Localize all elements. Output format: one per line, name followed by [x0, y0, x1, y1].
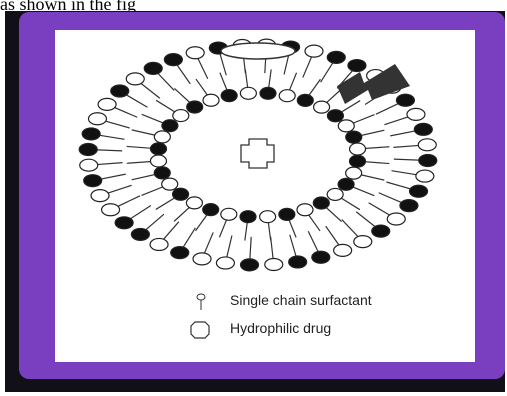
hydrophilic-drug-icon: [191, 322, 209, 338]
inner-head-group: [327, 110, 343, 122]
outer-head-group: [115, 217, 133, 229]
inner-head-group: [187, 101, 203, 113]
top-oval: [221, 43, 295, 59]
outer-head-group: [418, 139, 436, 151]
inner-head-group: [338, 178, 354, 190]
inner-head-group: [350, 155, 366, 167]
outer-head-group: [144, 62, 162, 74]
outer-head-group: [193, 253, 211, 265]
inner-head-group: [240, 211, 256, 223]
outer-head-group: [80, 159, 98, 171]
inner-head-group: [350, 143, 366, 155]
inner-head-group: [150, 143, 166, 155]
outer-head-group: [82, 128, 100, 140]
inner-head-group: [173, 188, 189, 200]
inner-head-group: [186, 197, 202, 209]
outer-head-group: [414, 123, 432, 135]
single-chain-label: Single chain surfactant: [230, 292, 372, 308]
outer-head-group: [348, 60, 366, 72]
inner-head-group: [346, 167, 362, 179]
outer-head-group: [305, 45, 323, 57]
outer-head-group: [312, 251, 330, 263]
outer-head-group: [164, 54, 182, 66]
inner-head-group: [279, 208, 295, 220]
inner-head-group: [260, 87, 276, 99]
outer-head-group: [91, 190, 109, 202]
outer-head-group: [150, 238, 168, 250]
outer-head-group: [84, 175, 102, 187]
inner-head-group: [279, 90, 295, 102]
inner-head-group: [154, 167, 170, 179]
outer-head-group: [416, 170, 434, 182]
inner-head-group: [203, 204, 219, 216]
inner-head-group: [260, 211, 276, 223]
inner-head-group: [173, 110, 189, 122]
inner-head-group: [162, 178, 178, 190]
inner-head-group: [154, 131, 170, 143]
outer-head-group: [400, 200, 418, 212]
outer-head-group: [186, 47, 204, 59]
inner-head-group: [327, 188, 343, 200]
outer-head-group: [79, 144, 97, 156]
inner-head-group: [297, 94, 313, 106]
outer-head-group: [216, 257, 234, 269]
outer-head-group: [111, 85, 129, 97]
outer-head-group: [289, 256, 307, 268]
outer-head-group: [354, 236, 372, 248]
drug-in-core-icon: [241, 139, 274, 168]
outer-head-group: [171, 247, 189, 259]
inner-head-group: [314, 101, 330, 113]
inner-head-group: [150, 155, 166, 167]
outer-head-group: [102, 204, 120, 216]
outer-head-group: [410, 185, 428, 197]
inner-head-group: [221, 90, 237, 102]
outer-head-group: [98, 98, 116, 110]
outer-head-group: [396, 94, 414, 106]
outer-head-group: [131, 228, 149, 240]
inner-head-group: [346, 131, 362, 143]
outer-head-group: [419, 154, 437, 166]
outer-head-group: [241, 259, 259, 271]
hydrophilic-drug-label: Hydrophilic drug: [230, 320, 331, 336]
outer-head-group: [265, 259, 283, 271]
inner-head-group: [221, 208, 237, 220]
outer-head-group: [327, 51, 345, 63]
outer-head-group: [372, 225, 390, 237]
inner-head-group: [313, 197, 329, 209]
inner-head-group: [240, 87, 256, 99]
outer-head-group: [387, 213, 405, 225]
outer-head-group: [334, 244, 352, 256]
inner-head-group: [338, 120, 354, 132]
outer-head-group: [407, 108, 425, 120]
inner-head-group: [297, 204, 313, 216]
inner-head-group: [162, 120, 178, 132]
inner-head-group: [203, 94, 219, 106]
outer-head-group: [88, 113, 106, 125]
outer-head-group: [126, 73, 144, 85]
